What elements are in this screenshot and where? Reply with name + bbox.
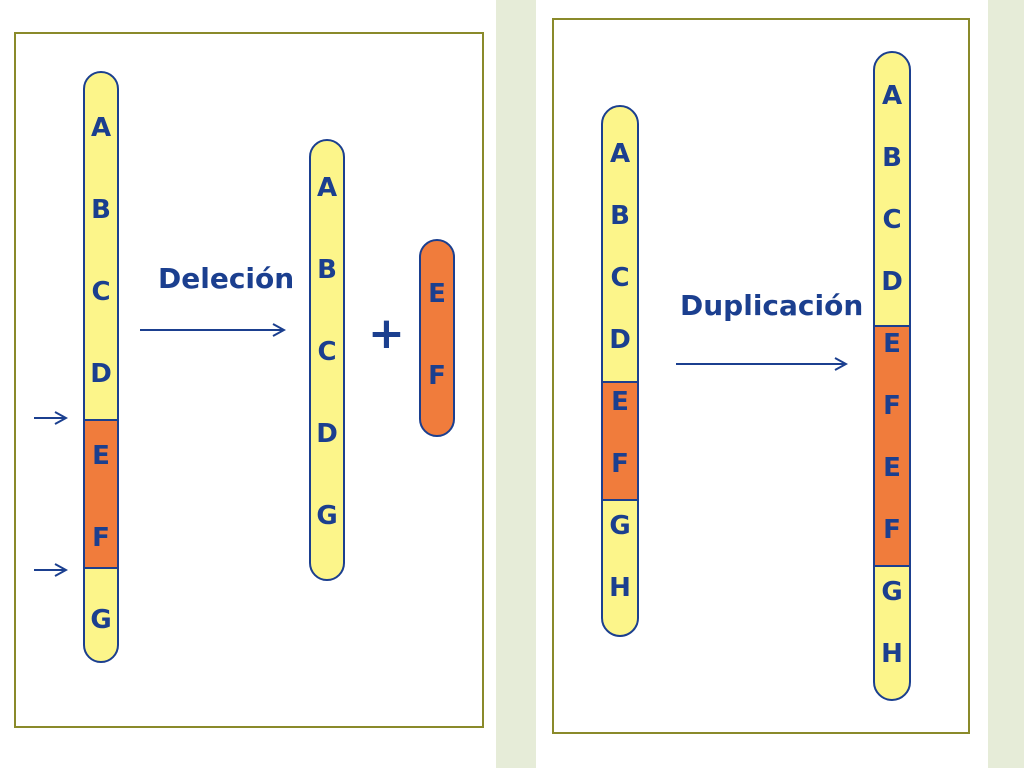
duplication-original-gene-f: F (611, 449, 629, 479)
duplication-original-gene-g: G (609, 511, 630, 541)
duplication-original-labels: A B C D E F G H (609, 139, 631, 603)
duplication-result-gene-c: C (882, 205, 901, 235)
duplication-original-gene-b: B (610, 201, 630, 231)
deletion-original-gene-a: A (91, 113, 111, 143)
deletion-original-gene-d: D (90, 359, 112, 389)
deletion-original-chromosome: A B C D E F G (83, 71, 119, 663)
duplication-result-chromosome: A B C D E F E F G H (873, 51, 911, 701)
duplication-result-gene-e: E (883, 329, 901, 359)
deletion-result-gene-g: G (316, 501, 337, 531)
plus-sign: + (368, 308, 405, 359)
deleted-fragment: EF (419, 239, 455, 437)
duplication-original-gene-d: D (609, 325, 631, 355)
duplication-original-gene-e: E (611, 387, 629, 417)
duplication-result-gene-h: H (881, 639, 903, 669)
deletion-result-chromosome: A B C D G (309, 139, 345, 581)
deletion-original-gene-c: C (91, 277, 110, 307)
deletion-original-gene-b: B (91, 195, 111, 225)
duplication-result-gene-a: A (882, 81, 902, 111)
deletion-result-gene-d: D (316, 419, 338, 449)
duplication-label: Duplicación (680, 289, 863, 322)
duplication-original-gene-c: C (610, 263, 629, 293)
deletion-original-gene-g: G (90, 605, 111, 635)
duplication-result-gene-g: G (881, 577, 902, 607)
duplication-result-labels: A B C D E F E F G H (881, 81, 903, 669)
deleted-fragment-labels: EF (428, 279, 446, 391)
duplication-result-gene-d: D (881, 267, 903, 297)
deleted-fragment-gene-e: E (428, 279, 446, 309)
duplication-original-gene-a: A (610, 139, 630, 169)
deletion-result-gene-c: C (317, 337, 336, 367)
duplication-result-gene-f: F (883, 391, 901, 421)
side-background-strip-left (496, 0, 536, 768)
deletion-original-gene-e: E (92, 441, 110, 471)
duplication-original-chromosome: A B C D E F G H (601, 105, 639, 637)
deletion-result-gene-b: B (317, 255, 337, 285)
duplication-original-gene-h: H (609, 573, 631, 603)
deletion-label: Deleción (158, 262, 294, 295)
deletion-original-labels: A B C D E F G (90, 113, 112, 635)
duplication-result-gene-b: B (882, 143, 902, 173)
duplication-result-gene-e: E (883, 453, 901, 483)
deletion-result-gene-a: A (317, 173, 337, 203)
side-background-strip-right (988, 0, 1024, 768)
deletion-original-gene-f: F (92, 523, 110, 553)
deleted-fragment-gene-f: F (428, 361, 446, 391)
deletion-result-labels: A B C D G (316, 173, 338, 531)
duplication-result-gene-f: F (883, 515, 901, 545)
